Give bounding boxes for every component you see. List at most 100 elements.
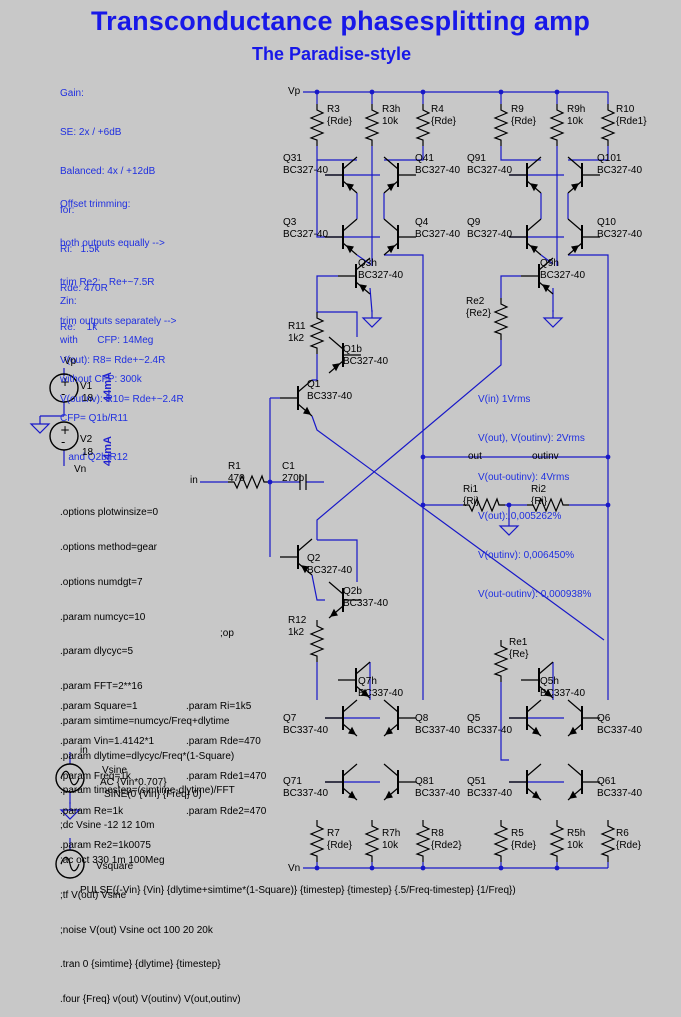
component-value-q101: BC327-40 xyxy=(597,165,643,176)
junction-dot xyxy=(369,865,375,871)
net-vp-label: Vp xyxy=(288,86,301,97)
ground-symbol xyxy=(361,310,383,328)
note-line: V(outinv): R10= Rde+~2.4R xyxy=(60,394,184,405)
v2-label: V2 xyxy=(80,434,93,445)
resistor-R8 xyxy=(415,820,431,862)
param-line: .param Rde1=470 xyxy=(186,770,267,782)
sine-wave xyxy=(60,770,80,786)
page-title: Transconductance phasesplitting amp xyxy=(90,6,591,36)
component-ref-re1: Re1 xyxy=(509,637,528,648)
sine-wave xyxy=(60,856,80,872)
schematic-canvas: +-+- xyxy=(29,89,616,879)
wire xyxy=(500,682,509,761)
resistor-R5 xyxy=(493,820,509,862)
component-ref-r4: R4 xyxy=(431,104,444,115)
vsquare-label: Vsquare xyxy=(96,861,134,872)
transistor-Q31 xyxy=(325,156,358,194)
transistor-arrow xyxy=(571,183,580,192)
component-ref-r3: R3 xyxy=(327,104,340,115)
transistor-collector xyxy=(328,336,344,350)
wire xyxy=(311,415,605,641)
component-ref-q31: Q31 xyxy=(283,153,302,164)
component-ref-re2: Re2 xyxy=(466,296,485,307)
component-value-r7: {Rde} xyxy=(327,840,353,851)
component-ref-r10: R10 xyxy=(616,104,635,115)
wire xyxy=(369,287,373,313)
result-line: V(outinv): 0,006450% xyxy=(478,550,575,561)
transistor-Q2 xyxy=(280,538,313,576)
component-ref-r7h: R7h xyxy=(382,828,401,839)
transistor-Q9 xyxy=(509,218,542,256)
wire xyxy=(312,354,318,381)
transistor-collector xyxy=(567,156,583,170)
component-value-r4: {Rde} xyxy=(431,116,457,127)
component-value-q10: BC327-40 xyxy=(597,229,643,240)
v1-current: 44mA xyxy=(102,372,114,402)
component-value-r6: {Rde} xyxy=(616,840,642,851)
page-subtitle: The Paradise-style xyxy=(252,44,412,64)
ground-triangle xyxy=(59,809,81,820)
component-value-r8: {Rde2} xyxy=(431,840,462,851)
param-line: .param Square=1 xyxy=(60,701,138,713)
op-directive: ;op xyxy=(220,628,234,639)
params-left: .param Square=1 .param Vin=1.4142*1 .par… xyxy=(60,678,154,864)
transistor-collector xyxy=(355,661,371,675)
transistor-arrow xyxy=(358,284,367,293)
transistor-arrow xyxy=(384,790,393,799)
junction-dot xyxy=(554,865,560,871)
resistor-R9 xyxy=(493,104,509,146)
transistor-collector xyxy=(383,156,399,170)
junction-dot xyxy=(267,479,273,485)
component-value-r7h: 10k xyxy=(382,840,399,851)
wire xyxy=(316,146,357,161)
component-ref-q61: Q61 xyxy=(597,776,616,787)
result-line: V(out), V(outinv): 2Vrms xyxy=(478,433,585,444)
component-ref-r5: R5 xyxy=(511,828,524,839)
component-ref-q3: Q3 xyxy=(283,217,297,228)
transistor-Q5h xyxy=(521,661,554,699)
wire xyxy=(317,539,358,582)
component-value-ri2: {Ri} xyxy=(531,496,548,507)
param-line: .param Rde=470 xyxy=(186,735,261,747)
component-value-q71: BC337-40 xyxy=(283,788,329,799)
vsine-ac: AC {Vin*0.707} xyxy=(100,777,167,788)
component-value-c1: 270p xyxy=(282,473,305,484)
component-value-r3: {Rde} xyxy=(327,116,353,127)
junction-dot xyxy=(498,89,504,95)
resistor-R3h xyxy=(364,104,380,146)
component-ref-q8: Q8 xyxy=(415,713,429,724)
component-value-re2: {Re2} xyxy=(466,308,492,319)
param-line: .param Re=1k xyxy=(60,805,124,817)
offset-notes: Offset trimming: both outputs equally --… xyxy=(60,172,184,419)
component-value-q9h: BC327-40 xyxy=(540,270,586,281)
resistor-R12 xyxy=(309,620,325,662)
v1-value: 18 xyxy=(82,393,94,404)
source-circle xyxy=(55,849,85,879)
junction-dot xyxy=(314,89,320,95)
note-line: Offset trimming: xyxy=(60,199,131,210)
component-ref-q2: Q2 xyxy=(307,553,321,564)
transistor-collector xyxy=(328,581,344,595)
transistor-Q3 xyxy=(325,218,358,256)
resistor-R1 xyxy=(228,474,270,490)
transistor-collector xyxy=(567,699,583,713)
component-value-q5: BC337-40 xyxy=(467,725,513,736)
transistor-arrow xyxy=(544,688,553,697)
note-line: CFP= Q1b/R11 xyxy=(60,413,128,424)
component-value-q2b: BC337-40 xyxy=(343,598,389,609)
component-value-r11: 1k2 xyxy=(288,333,305,344)
ground-triangle xyxy=(542,317,564,328)
component-value-q5h: BC337-40 xyxy=(540,688,586,699)
component-ref-q9: Q9 xyxy=(467,217,481,228)
transistor-collector xyxy=(342,156,358,170)
component-value-q7: BC337-40 xyxy=(283,725,329,736)
component-value-q61: BC337-40 xyxy=(597,788,643,799)
transistor-arrow xyxy=(303,406,312,415)
source-circle xyxy=(49,373,79,403)
directive-line: .options numdgt=7 xyxy=(60,576,143,588)
resistor-Ri1 xyxy=(463,497,505,513)
transistor-Q91 xyxy=(509,156,542,194)
transistor-arrow xyxy=(345,183,354,192)
component-ref-r3h: R3h xyxy=(382,104,401,115)
note-line: trim outputs separately --> xyxy=(60,316,177,327)
